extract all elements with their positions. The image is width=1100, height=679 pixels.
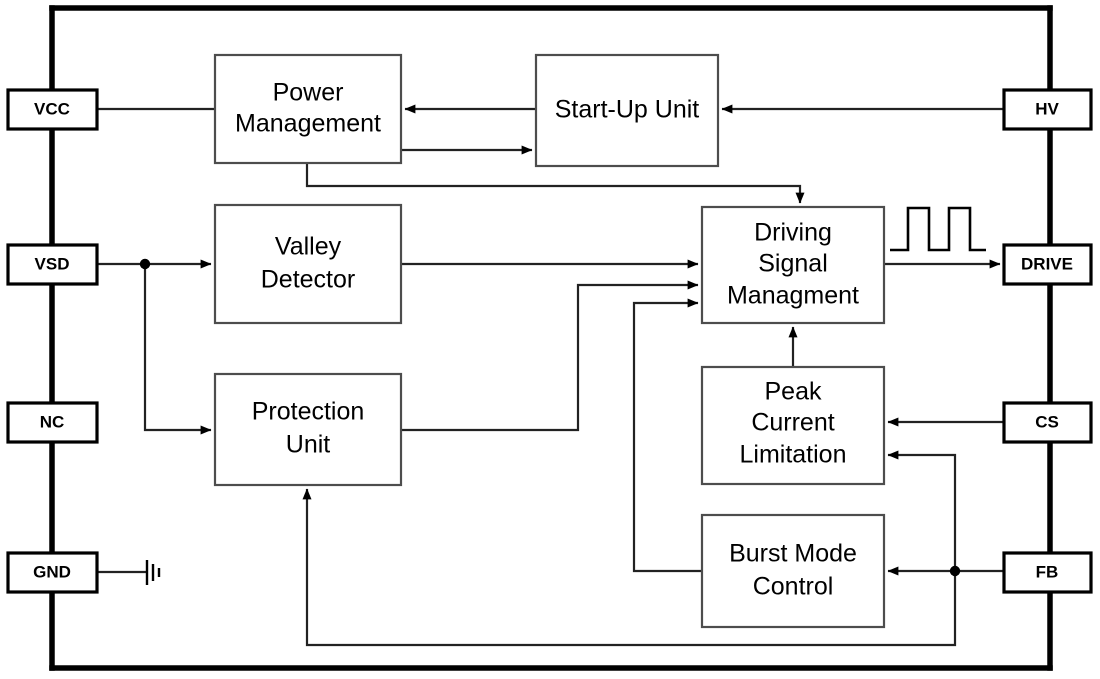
pin-nc[interactable]: NC <box>6 401 99 444</box>
wire-fb-to-protection-unit <box>302 488 957 647</box>
pin-label: CS <box>1035 412 1059 431</box>
pulse-waveform-icon <box>890 206 986 252</box>
block-label: Burst Mode <box>729 540 857 568</box>
block-label: Signal <box>758 250 828 278</box>
vsd-branch-dot <box>139 258 151 270</box>
pin-vsd[interactable]: VSD <box>6 243 99 286</box>
block-label: Power <box>273 79 344 107</box>
pin-label: DRIVE <box>1021 254 1073 273</box>
block-valley-detector[interactable]: Valley Detector <box>213 203 403 325</box>
pin-gnd[interactable]: GND <box>6 551 99 594</box>
block-label: Current <box>751 409 834 437</box>
wire-protection-unit-to-driving-signal <box>401 280 699 432</box>
pin-label: FB <box>1036 562 1059 581</box>
wire-burst-mode-to-driving-signal <box>632 298 702 573</box>
pin-label: NC <box>40 412 65 431</box>
wire-power-management-to-driving-signal <box>305 163 805 204</box>
pin-label: VCC <box>34 99 70 118</box>
block-burst-mode-control[interactable]: Burst Mode Control <box>700 513 886 629</box>
block-label: Control <box>753 573 834 601</box>
block-label: Start-Up Unit <box>555 96 700 124</box>
pin-label: VSD <box>35 254 70 273</box>
pin-vcc[interactable]: VCC <box>6 88 99 131</box>
block-label: Unit <box>286 431 331 459</box>
wire-vsd-branch-to-protection <box>143 264 212 435</box>
block-label: Valley <box>275 233 342 261</box>
pin-cs[interactable]: CS <box>1002 401 1093 444</box>
wire-fb-to-peak-current <box>887 450 957 571</box>
pin-hv[interactable]: HV <box>1002 88 1093 131</box>
block-driving-signal-managment[interactable]: Driving Signal Managment <box>700 205 886 325</box>
block-label: Driving <box>754 219 832 247</box>
wires <box>97 104 1004 647</box>
block-label: Peak <box>765 378 822 406</box>
block-label: Management <box>235 110 381 138</box>
ic-outline-bus <box>49 5 1053 671</box>
block-power-management[interactable]: Power Management <box>213 53 403 165</box>
block-peak-current-limitation[interactable]: Peak Current Limitation <box>700 365 886 486</box>
pin-label: GND <box>33 562 71 581</box>
block-start-up-unit[interactable]: Start-Up Unit <box>534 53 720 168</box>
block-label: Detector <box>261 266 355 294</box>
block-label: Limitation <box>740 441 847 469</box>
ground-icon <box>145 560 161 585</box>
pin-drive[interactable]: DRIVE <box>1002 243 1093 286</box>
block-protection-unit[interactable]: Protection Unit <box>213 372 403 487</box>
block-label: Protection <box>252 398 365 426</box>
pin-label: HV <box>1035 99 1059 118</box>
block-label: Managment <box>727 282 859 310</box>
fb-branch-dot <box>949 565 961 577</box>
pin-fb[interactable]: FB <box>1002 551 1093 594</box>
